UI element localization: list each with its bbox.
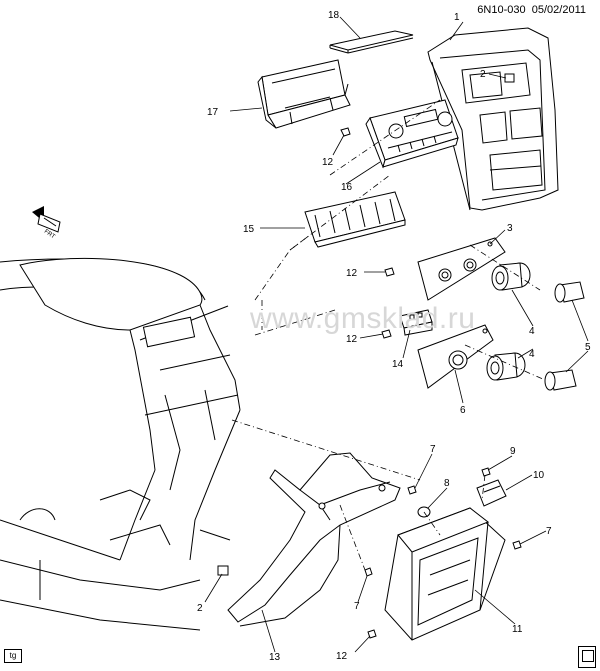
callout-14: 14 [392,359,404,370]
part-10-latch [476,479,507,507]
part-2-clip-lower [217,565,229,576]
part-6-outlet-bracket [417,324,494,389]
corner-logo-icon [578,646,596,668]
part-11-storage-bin [384,507,506,641]
assembly-centerlines [231,99,546,571]
part-4-socket-upper [491,262,531,291]
diagram-code: 6N10-030 [477,4,526,16]
part-18-trim-strip [329,30,414,54]
callout-12-b: 12 [346,268,358,279]
part-3-outlet-bracket [417,237,506,301]
part-4-socket-lower [486,352,526,381]
callout-9: 9 [510,446,516,457]
callout-17: 17 [207,107,219,118]
part-12-screw-middle [384,267,395,277]
callout-7-b: 7 [354,601,360,612]
part-5-cap-lower [544,369,577,391]
part-13-console-trim [227,452,401,627]
console-body [0,257,241,631]
part-15-switch-panel [304,191,406,248]
front-indicator-label: FRT [43,229,56,241]
part-7-screw-a [407,485,417,495]
watermark: www.gmsklad.ru [250,302,476,335]
part-7-screw-c [512,540,522,550]
callout-7-a: 7 [430,444,436,455]
callout-labels: 1 2 3 4 4 5 6 7 7 7 8 9 10 11 12 12 12 1… [43,10,591,663]
callout-7-c: 7 [546,526,552,537]
diagram-date: 05/02/2011 [531,4,586,16]
diagram-header: 6N10-030 05/02/2011 [477,4,586,16]
callout-12-d: 12 [336,651,348,662]
callout-4-upper: 4 [529,326,535,337]
part-8-grommet [417,506,431,518]
part-12-screw-lower [381,329,392,339]
callout-10: 10 [533,470,545,481]
callout-12-a: 12 [322,157,334,168]
part-17-display-housing [257,59,351,129]
callout-3: 3 [507,223,513,234]
callout-13: 13 [269,652,281,663]
callout-2-upper: 2 [480,69,486,80]
callout-1: 1 [454,12,460,23]
front-arrow-icon [32,206,61,233]
callout-15: 15 [243,224,255,235]
callout-12-c: 12 [346,334,358,345]
callout-16: 16 [341,182,353,193]
callout-6: 6 [460,405,466,416]
part-16-control-assembly [365,99,459,169]
corner-tag: tg [4,649,22,663]
part-14-connector [399,309,433,336]
callout-11: 11 [512,624,523,635]
part-7-screw-b [364,567,373,577]
callout-18: 18 [328,10,340,21]
callout-5: 5 [585,342,591,353]
leader-lines [204,16,589,653]
part-5-cap-upper [554,281,585,303]
callout-8: 8 [444,478,450,489]
part-12-screw-upper [340,127,351,137]
callout-2-lower: 2 [197,603,203,614]
callout-4-lower: 4 [529,349,535,360]
